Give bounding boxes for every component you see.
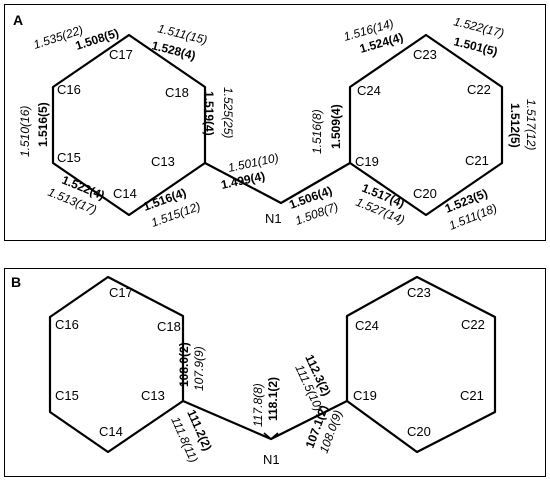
atom-c14: C14 (113, 186, 137, 201)
atom-c24: C24 (355, 318, 379, 333)
bond-bold-c22-c23: 1.501(5) (452, 34, 499, 58)
bond-bold-c21-c22: 1.512(5) (508, 103, 522, 148)
atom-c15: C15 (55, 388, 79, 403)
bond-ital-c21-c22: 1.517(12) (524, 99, 538, 150)
panel-b: B C13 C14 C15 C16 C17 C18 C19 C20 C21 C2… (4, 268, 546, 477)
angle-arc-n1 (263, 432, 279, 441)
panel-b-diagram: B C13 C14 C15 C16 C17 C18 C19 C20 C21 C2… (11, 274, 497, 467)
panel-a: A C13 C14 C15 C16 C17 C18 C19 C20 C21 C2… (4, 4, 546, 241)
panel-a-letter: A (13, 12, 23, 28)
bond-bold-c15-c16: 1.516(5) (36, 102, 50, 147)
panel-a-bonds (51, 33, 504, 217)
atom-c15: C15 (57, 150, 81, 165)
atom-c22: C22 (467, 82, 491, 97)
atom-c22: C22 (461, 317, 485, 332)
atom-c20: C20 (407, 424, 431, 439)
atom-c24: C24 (357, 83, 381, 98)
atom-c19: C19 (353, 388, 377, 403)
atom-c18: C18 (165, 85, 189, 100)
angle-ital-c18-c13-n1: 107.9(9) (192, 346, 206, 391)
angle-bold-c13-n1-c19: 118.1(2) (266, 377, 280, 421)
atom-c21: C21 (460, 388, 484, 403)
bond-ital-c15-c16: 1.510(16) (18, 106, 32, 157)
bond-ital-c19-c24: 1.516(8) (310, 109, 324, 154)
atom-n1: N1 (263, 452, 280, 467)
panel-a-diagram: A C13 C14 C15 C16 C17 C18 C19 C20 C21 C2… (13, 12, 538, 233)
atom-c23: C23 (407, 285, 431, 300)
panel-b-letter: B (11, 274, 21, 290)
atom-c17: C17 (109, 285, 133, 300)
atom-n1: N1 (265, 211, 282, 226)
atom-c23: C23 (413, 47, 437, 62)
bond-bold-c18-c13: 1.519(4) (202, 91, 216, 136)
atom-c17: C17 (109, 47, 133, 62)
atom-c19: C19 (355, 154, 379, 169)
atom-c13: C13 (151, 154, 175, 169)
atom-c16: C16 (57, 82, 81, 97)
atom-c20: C20 (413, 186, 437, 201)
angle-bold-c18-c13-n1: 108.0(2) (177, 342, 191, 387)
atom-c13: C13 (141, 388, 165, 403)
atom-c21: C21 (465, 153, 489, 168)
bond-ital-c18-c13: 1.525(25) (221, 87, 235, 138)
atom-c14: C14 (99, 424, 123, 439)
atom-c18: C18 (157, 319, 181, 334)
atom-c16: C16 (55, 317, 79, 332)
bond-bold-c13-n1: 1.499(4) (220, 169, 267, 192)
bond-bold-c19-c24: 1.509(4) (329, 104, 343, 149)
angle-ital-c13-n1-c19: 117.8(8) (251, 383, 265, 427)
